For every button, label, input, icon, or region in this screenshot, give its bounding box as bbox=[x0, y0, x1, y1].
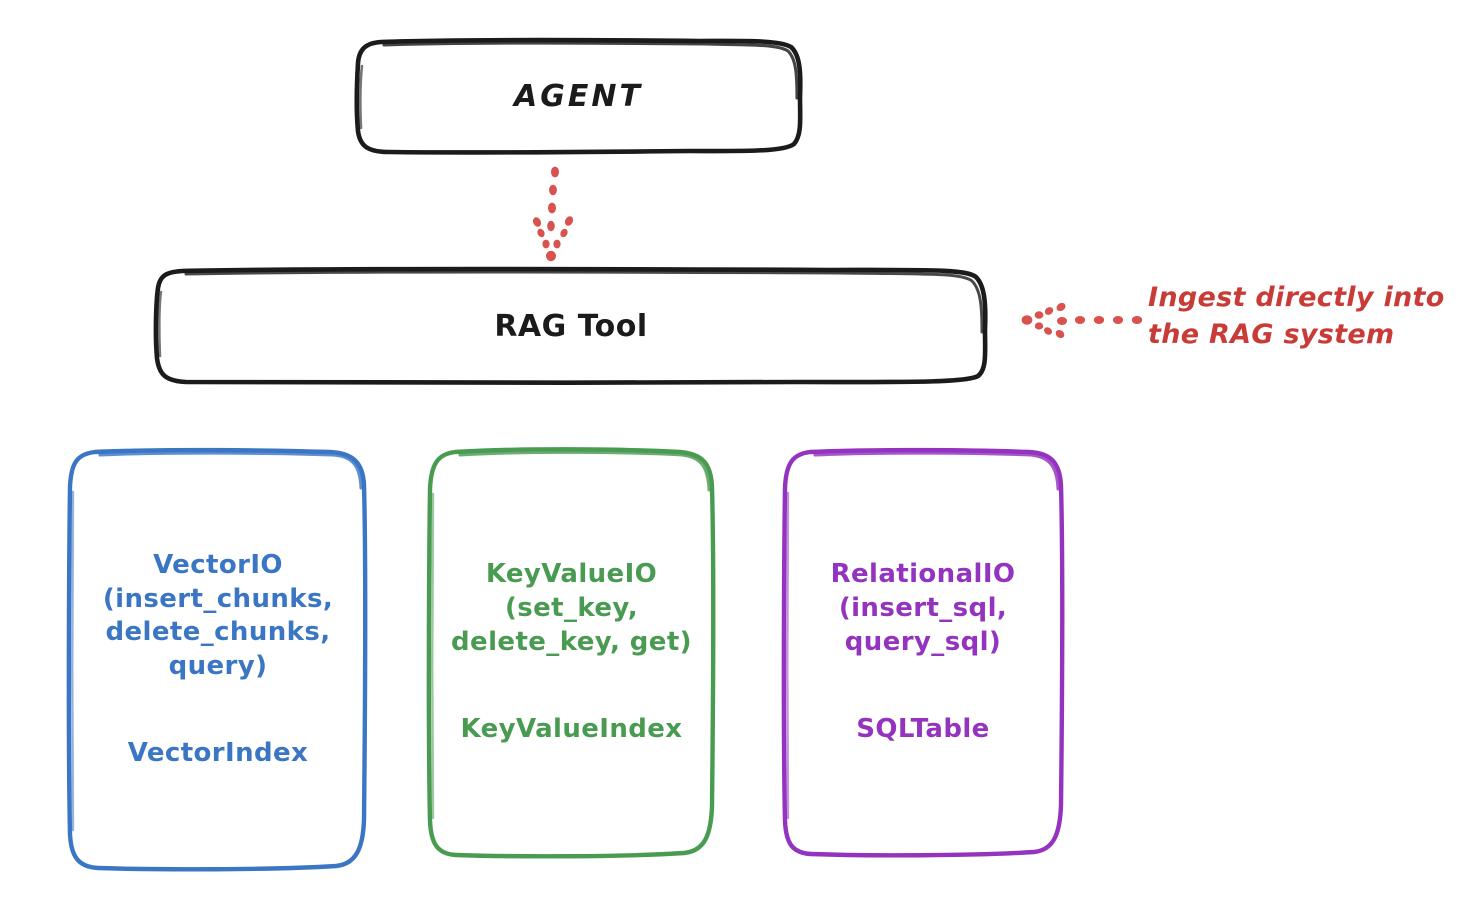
key-value-io-index-text: KeyValueIndex bbox=[460, 713, 683, 744]
vector-io-api-text: VectorIO (insert_chunks, delete_chunks, … bbox=[102, 549, 334, 682]
agent-node-label: AGENT bbox=[514, 79, 643, 114]
key-value-io-api-text: KeyValueIO (set_key, delete_key, get) bbox=[451, 559, 692, 657]
agent-to-rag-arrow bbox=[532, 166, 574, 262]
note-to-rag-arrow bbox=[1021, 302, 1143, 339]
relational-io-index-text: SQLTable bbox=[856, 713, 990, 744]
vector-io-index-text: VectorIndex bbox=[127, 738, 309, 769]
rag-tool-node-label: RAG Tool bbox=[494, 308, 648, 344]
key-value-io-node-label: KeyValueIO (set_key, delete_key, get) Ke… bbox=[430, 450, 713, 855]
relational-io-api-text: RelationalIO (insert_sql, query_sql) bbox=[830, 559, 1016, 657]
vector-io-node-label: VectorIO (insert_chunks, delete_chunks, … bbox=[70, 450, 366, 870]
ingest-annotation-text: Ingest directly into the RAG system bbox=[1148, 282, 1445, 351]
relational-io-node-label: RelationalIO (insert_sql, query_sql) SQL… bbox=[785, 450, 1061, 855]
